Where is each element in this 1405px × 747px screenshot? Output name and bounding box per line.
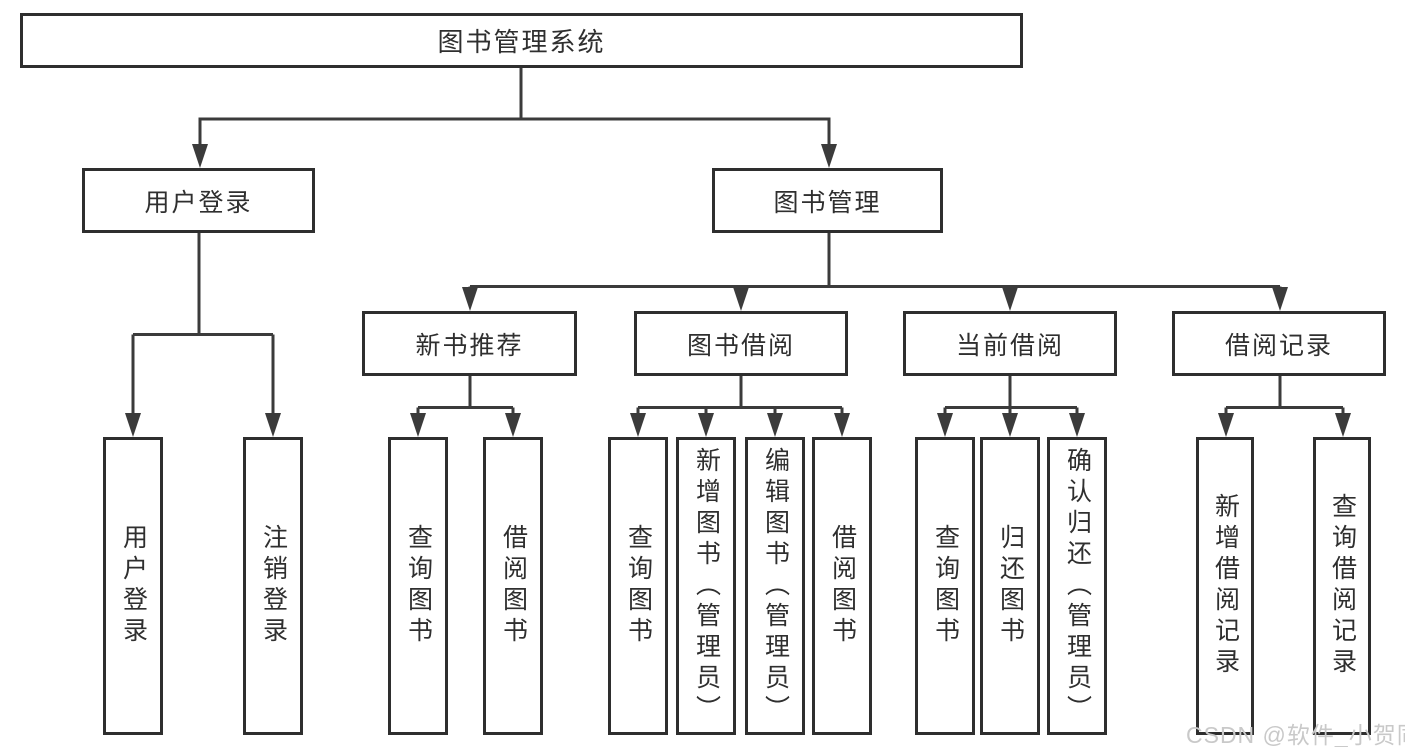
node-label: 用户登录 <box>119 524 148 648</box>
node-label: 借阅记录 <box>1224 331 1333 360</box>
leaf-query-books-3: 查询图书 <box>915 437 975 735</box>
node-label: 归还图书 <box>996 524 1025 648</box>
connector-records-to-leaves <box>1224 376 1345 414</box>
connector-bookborrow-to-leaves <box>636 376 844 414</box>
node-book-borrow: 图书借阅 <box>634 311 848 376</box>
arrow-down-icon <box>1069 413 1085 437</box>
arrow-down-icon <box>462 287 478 311</box>
arrow-down-icon <box>192 144 208 168</box>
leaf-add-borrow-record: 新增借阅记录 <box>1196 437 1254 735</box>
arrow-down-icon <box>937 413 953 437</box>
node-label: 新增图书（管理员） <box>692 446 721 726</box>
csdn-watermark: CSDN @软件_小贺同学 <box>1186 722 1405 747</box>
connector-userlogin-to-leaves <box>131 233 275 414</box>
arrow-down-icon <box>125 413 141 437</box>
leaf-borrow-books-2: 借阅图书 <box>812 437 872 735</box>
connector-bookmgmt-to-level3 <box>468 233 1282 290</box>
node-label: 图书管理 <box>773 188 882 217</box>
connector-root-to-level2 <box>198 68 831 147</box>
arrow-down-icon <box>265 413 281 437</box>
leaf-add-books-admin: 新增图书（管理员） <box>676 437 736 735</box>
node-current-borrow: 当前借阅 <box>903 311 1117 376</box>
arrow-down-icon <box>410 413 426 437</box>
leaf-edit-books-admin: 编辑图书（管理员） <box>745 437 805 735</box>
leaf-query-books-1: 查询图书 <box>388 437 448 735</box>
node-label: 用户登录 <box>144 188 253 217</box>
node-label: 借阅图书 <box>828 524 857 648</box>
node-label: 注销登录 <box>259 524 288 648</box>
node-label: 当前借阅 <box>955 331 1064 360</box>
arrow-down-icon <box>1335 413 1351 437</box>
node-book-management: 图书管理 <box>712 168 943 233</box>
node-label: 查询借阅记录 <box>1328 493 1357 679</box>
arrow-down-icon <box>505 413 521 437</box>
node-root-system: 图书管理系统 <box>20 13 1023 68</box>
connector-currentborrow-to-leaves <box>943 376 1079 414</box>
node-label: 借阅图书 <box>499 524 528 648</box>
leaf-query-books-2: 查询图书 <box>608 437 668 735</box>
arrow-down-icon <box>630 413 646 437</box>
arrowheads <box>125 144 1351 437</box>
node-borrow-records: 借阅记录 <box>1172 311 1386 376</box>
node-label: 确认归还（管理员） <box>1063 446 1092 726</box>
arrow-down-icon <box>733 287 749 311</box>
leaf-borrow-books-1: 借阅图书 <box>483 437 543 735</box>
arrow-down-icon <box>1002 287 1018 311</box>
arrow-down-icon <box>834 413 850 437</box>
leaf-return-books: 归还图书 <box>980 437 1040 735</box>
arrow-down-icon <box>1272 287 1288 311</box>
arrow-down-icon <box>698 413 714 437</box>
node-label: 图书管理系统 <box>437 27 606 57</box>
arrow-down-icon <box>1218 413 1234 437</box>
leaf-logout: 注销登录 <box>243 437 303 735</box>
leaf-query-borrow-record: 查询借阅记录 <box>1313 437 1371 735</box>
node-label: 新书推荐 <box>415 331 524 360</box>
node-new-book-recommend: 新书推荐 <box>362 311 577 376</box>
node-label: 新增借阅记录 <box>1211 493 1240 679</box>
node-label: 查询图书 <box>931 524 960 648</box>
arrow-down-icon <box>767 413 783 437</box>
node-label: 图书借阅 <box>686 331 795 360</box>
arrow-down-icon <box>1002 413 1018 437</box>
arrow-down-icon <box>821 144 837 168</box>
leaf-confirm-return-admin: 确认归还（管理员） <box>1047 437 1107 735</box>
leaf-user-login: 用户登录 <box>103 437 163 735</box>
node-user-login: 用户登录 <box>82 168 315 233</box>
node-label: 查询图书 <box>624 524 653 648</box>
connector-newbook-to-leaves <box>416 376 515 414</box>
node-label: 查询图书 <box>404 524 433 648</box>
node-label: 编辑图书（管理员） <box>761 446 790 726</box>
